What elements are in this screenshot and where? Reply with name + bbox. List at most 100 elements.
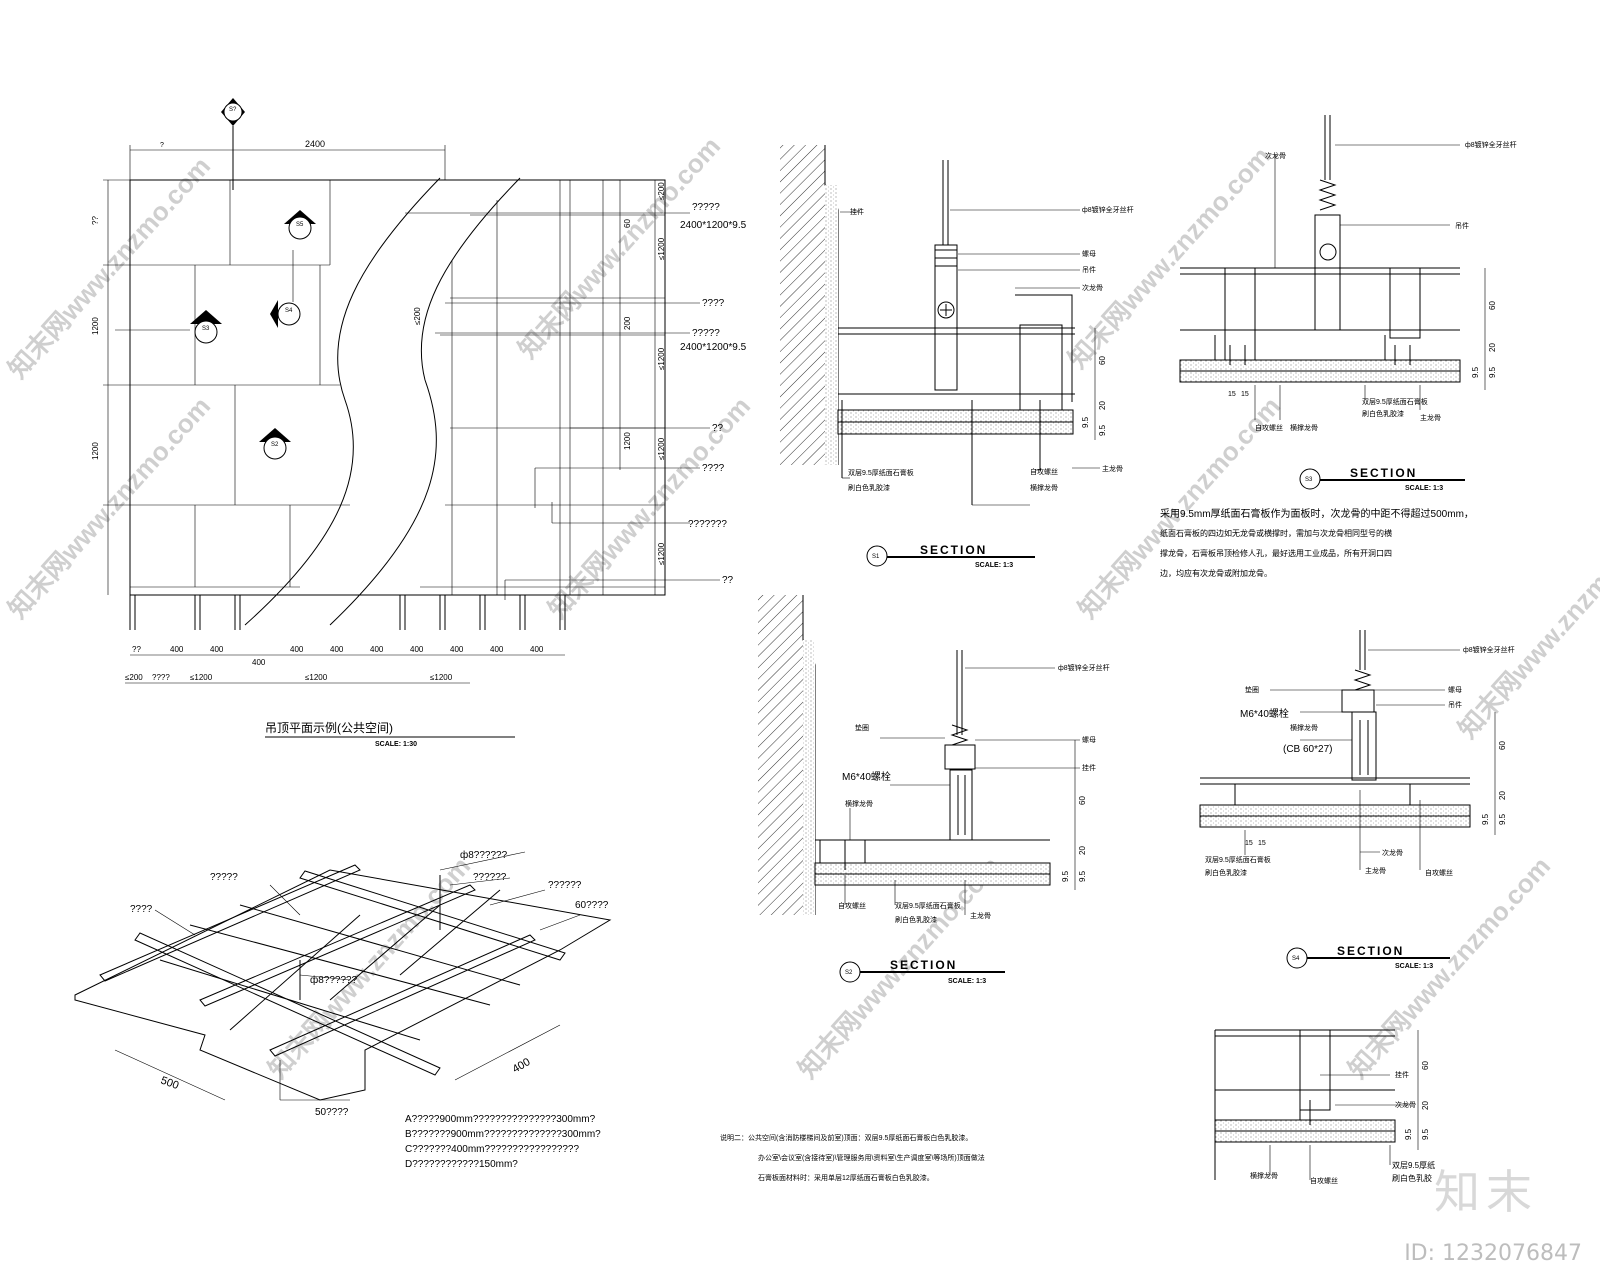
svg-text:自攻螺丝: 自攻螺丝 (1030, 467, 1058, 476)
svg-text:400: 400 (530, 645, 544, 654)
s4-board (1199, 804, 1471, 817)
iso-dim-b: 400 (511, 1056, 533, 1076)
svg-text:≤1200: ≤1200 (305, 673, 328, 682)
svg-text:9.5: 9.5 (1081, 416, 1090, 428)
svg-text:主龙骨: 主龙骨 (1420, 413, 1441, 422)
svg-text:1200: 1200 (623, 432, 632, 450)
section-s3: 60 20 9.5 9.5 15 15 次龙骨 ф8镀锌全牙丝杆 吊件 自攻螺丝… (1160, 115, 1517, 578)
s5-hanger (1299, 1029, 1331, 1111)
s1-scale: SCALE: 1:3 (975, 562, 1013, 569)
svg-text:自攻螺丝: 自攻螺丝 (1425, 868, 1453, 877)
svg-text:A?????900mm???????????????300m: A?????900mm???????????????300mm? (405, 1114, 596, 1125)
svg-text:双层9.5厚纸: 双层9.5厚纸 (1392, 1160, 1435, 1170)
s4-scale: SCALE: 1:3 (1395, 963, 1433, 970)
s2-wall-hatch (758, 595, 803, 915)
ceiling-plan: ? 2400 ?? 1200 1200 ?? 400 400 400 400 4… (91, 98, 747, 748)
svg-text:挂件: 挂件 (1082, 763, 1096, 772)
svg-text:9.5: 9.5 (1481, 813, 1490, 825)
iso-labels: ф8?????? ?????? ????? ?????? ???? 60????… (130, 849, 609, 1118)
svg-text:(CB 60*27): (CB 60*27) (1283, 744, 1332, 755)
s1-hanger (934, 244, 958, 391)
svg-text:????: ???? (702, 298, 725, 309)
svg-text:主龙骨: 主龙骨 (1102, 464, 1123, 473)
svg-text:次龙骨: 次龙骨 (1382, 848, 1403, 857)
svg-text:400: 400 (330, 645, 344, 654)
s1-leaders (840, 209, 1100, 506)
svg-text:S3: S3 (1305, 477, 1313, 483)
isometric-keel-view: ф8?????? ?????? ????? ?????? ???? 60????… (74, 849, 612, 1170)
svg-text:200: 200 (623, 316, 632, 330)
watermark-text: 知末网www.znzmo.com (542, 391, 756, 624)
svg-text:S3: S3 (202, 326, 210, 332)
s3-labels: 次龙骨 ф8镀锌全牙丝杆 吊件 自攻螺丝 横撑龙骨 双层9.5厚纸面石膏板 刷白… (1255, 140, 1517, 432)
watermark-text: 知末网www.znzmo.com (2, 151, 216, 384)
s4-labels: ф8镀锌全牙丝杆 垫圈 螺母 M6*40螺栓 吊件 横撑龙骨 (CB 60*27… (1205, 645, 1515, 877)
plan-right-dims: ≤200 ≤1200 ≤1200 ≤1200 ≤1200 60 200 1200… (413, 182, 666, 565)
svg-text:??: ?? (132, 645, 141, 654)
svg-text:??????: ?????? (473, 872, 507, 883)
plan-dim-top-small: ? (160, 142, 164, 149)
plan-curve-line (244, 177, 441, 626)
svg-text:次龙骨: 次龙骨 (1395, 1100, 1416, 1109)
plan-board-grid (130, 180, 350, 588)
svg-text:9.5: 9.5 (1404, 1128, 1413, 1140)
svg-text:9.5: 9.5 (1498, 813, 1507, 825)
svg-text:9.5: 9.5 (1061, 870, 1070, 882)
svg-text:次龙骨: 次龙骨 (1265, 151, 1286, 160)
svg-text:????: ???? (152, 673, 170, 682)
svg-text:S4: S4 (1292, 956, 1300, 962)
svg-text:400: 400 (370, 645, 384, 654)
s3-board (1179, 359, 1461, 372)
s2-labels: ф8镀锌全牙丝杆 垫圈 螺母 M6*40螺栓 挂件 横撑龙骨 自攻螺丝 双层9.… (838, 663, 1110, 924)
svg-text:螺母: 螺母 (1082, 249, 1096, 258)
s1-board (837, 409, 1074, 423)
svg-text:横撑龙骨: 横撑龙骨 (1290, 423, 1318, 432)
svg-text:??????: ?????? (548, 880, 582, 891)
svg-text:60: 60 (1488, 301, 1497, 310)
svg-text:垫圈: 垫圈 (855, 723, 869, 732)
svg-text:50????: 50???? (315, 1107, 349, 1118)
s2-main-keel (949, 769, 973, 841)
s3-hanger (1314, 214, 1341, 331)
svg-text:刷白色乳胶漆: 刷白色乳胶漆 (895, 915, 937, 924)
svg-text:刷白色乳胶漆: 刷白色乳胶漆 (1205, 868, 1247, 877)
svg-text:S5: S5 (296, 222, 304, 228)
svg-text:??: ?? (712, 423, 724, 434)
plan-section-tags: S? S5 S3 S4 S (115, 98, 316, 460)
svg-text:400: 400 (252, 658, 266, 667)
svg-text:??: ?? (722, 575, 734, 586)
plan-scale: SCALE: 1:30 (375, 741, 417, 748)
plan-curve-line (329, 177, 521, 626)
svg-text:9.5: 9.5 (1421, 1128, 1430, 1140)
svg-text:刷白色乳胶漆: 刷白色乳胶漆 (848, 483, 890, 492)
svg-text:9.5: 9.5 (1488, 366, 1497, 378)
svg-text:20: 20 (1098, 401, 1107, 410)
s4-leaders (1244, 649, 1460, 870)
section-s5: 60 20 9.5 9.5 挂件 次龙骨 横撑龙骨 自攻螺丝 双层9.5厚纸 刷… (1214, 1029, 1435, 1185)
brand-watermark: 知末 (1434, 1165, 1538, 1219)
svg-text:20: 20 (1488, 343, 1497, 352)
svg-text:边，均应有次龙骨或附加龙骨。: 边，均应有次龙骨或附加龙骨。 (1160, 568, 1272, 578)
svg-text:???????: ??????? (688, 519, 727, 530)
svg-text:螺母: 螺母 (1448, 685, 1462, 694)
svg-text:螺母: 螺母 (1082, 735, 1096, 744)
iso-board-outline (74, 869, 612, 1101)
svg-text:????: ???? (702, 463, 725, 474)
svg-text:?????: ????? (692, 328, 720, 339)
svg-text:S4: S4 (285, 308, 293, 314)
svg-text:石膏板面材料时：采用单层12厚纸面石膏板白色乳胶漆。: 石膏板面材料时：采用单层12厚纸面石膏板白色乳胶漆。 (758, 1173, 934, 1182)
svg-text:15: 15 (1228, 391, 1236, 398)
section-s4: 60 20 9.5 9.5 15 15 ф8镀锌全牙丝杆 垫圈 螺母 M6*40… (1199, 630, 1515, 970)
plan-callout-leaders (405, 212, 720, 600)
svg-text:刷白色乳胶漆: 刷白色乳胶漆 (1362, 409, 1404, 418)
svg-text:≤1200: ≤1200 (430, 673, 453, 682)
svg-text:S?: S? (229, 107, 237, 113)
svg-text:C???????400mm?????????????????: C???????400mm????????????????? (405, 1144, 579, 1155)
svg-text:400: 400 (490, 645, 504, 654)
s5-labels: 挂件 次龙骨 横撑龙骨 自攻螺丝 双层9.5厚纸 刷白色乳胶 (1250, 1070, 1435, 1185)
svg-text:吊件: 吊件 (1448, 700, 1462, 709)
svg-text:自攻螺丝: 自攻螺丝 (838, 901, 866, 910)
svg-text:ф8??????: ф8?????? (460, 849, 508, 861)
iso-keels (99, 864, 566, 1076)
s3-notes: 采用9.5mm厚纸面石膏板作为面板时，次龙骨的中距不得超过500mm， 纸面石膏… (1160, 507, 1474, 578)
